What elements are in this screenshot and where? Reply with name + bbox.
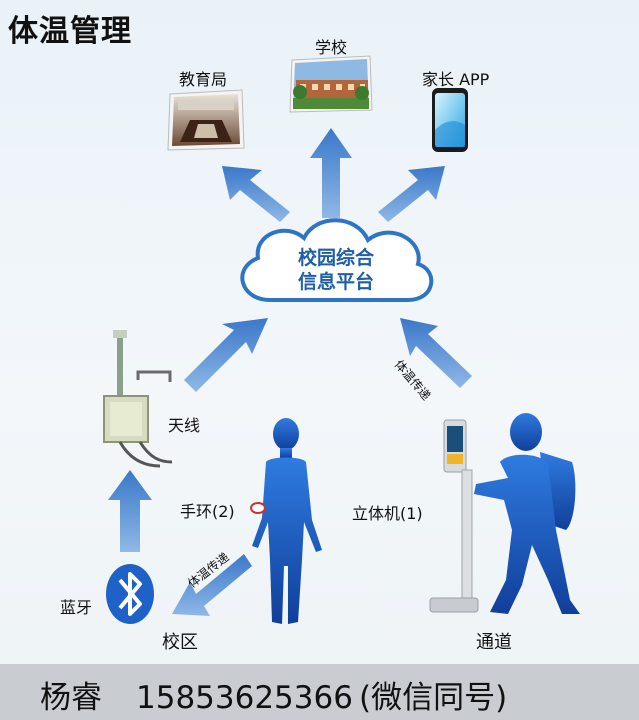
label-zone-campus: 校区 <box>162 632 198 653</box>
wristband-icon <box>250 502 266 514</box>
label-wristband: 手环(2) <box>180 502 235 521</box>
contact-name: 杨睿 <box>40 680 102 716</box>
temperature-kiosk-icon <box>429 419 479 613</box>
label-parent-app: 家长 APP <box>422 70 490 89</box>
smartphone-image <box>432 88 468 152</box>
arrow-to-bureau <box>222 166 290 222</box>
person-passage-figure <box>474 413 580 614</box>
upload-arrows <box>222 128 445 222</box>
arrow-bluetooth-to-antenna <box>108 470 152 552</box>
label-antenna: 天线 <box>168 416 201 435</box>
bluetooth-icon <box>106 564 154 624</box>
meeting-room-image <box>167 89 245 151</box>
antenna-gateway-icon <box>103 330 173 468</box>
arrow-antenna-to-platform <box>184 318 268 392</box>
diagram-canvas: 校园综合 信息平台 <box>103 55 580 624</box>
school-building-image <box>289 55 373 113</box>
contact-note: (微信同号) <box>358 680 508 716</box>
platform-line1: 校园综合 <box>298 246 375 269</box>
arrow-to-parent-app <box>378 166 445 222</box>
label-kiosk: 立体机(1) <box>352 504 423 523</box>
page-title: 体温管理 <box>8 14 132 49</box>
cloud-platform: 校园综合 信息平台 <box>240 218 434 302</box>
platform-line2: 信息平台 <box>298 270 374 293</box>
person-campus-figure <box>252 418 322 624</box>
label-bluetooth: 蓝牙 <box>60 598 93 617</box>
arrow-kiosk-to-platform <box>400 318 472 388</box>
contact-phone: 15853625366 <box>136 680 353 716</box>
arrow-to-school <box>310 128 352 218</box>
contact-footer: 杨睿 15853625366(微信同号) <box>0 664 639 720</box>
arrow-wristband-to-bluetooth <box>172 554 252 616</box>
label-zone-passage: 通道 <box>476 632 512 653</box>
label-school: 学校 <box>314 38 347 57</box>
label-education-bureau: 教育局 <box>178 70 227 89</box>
